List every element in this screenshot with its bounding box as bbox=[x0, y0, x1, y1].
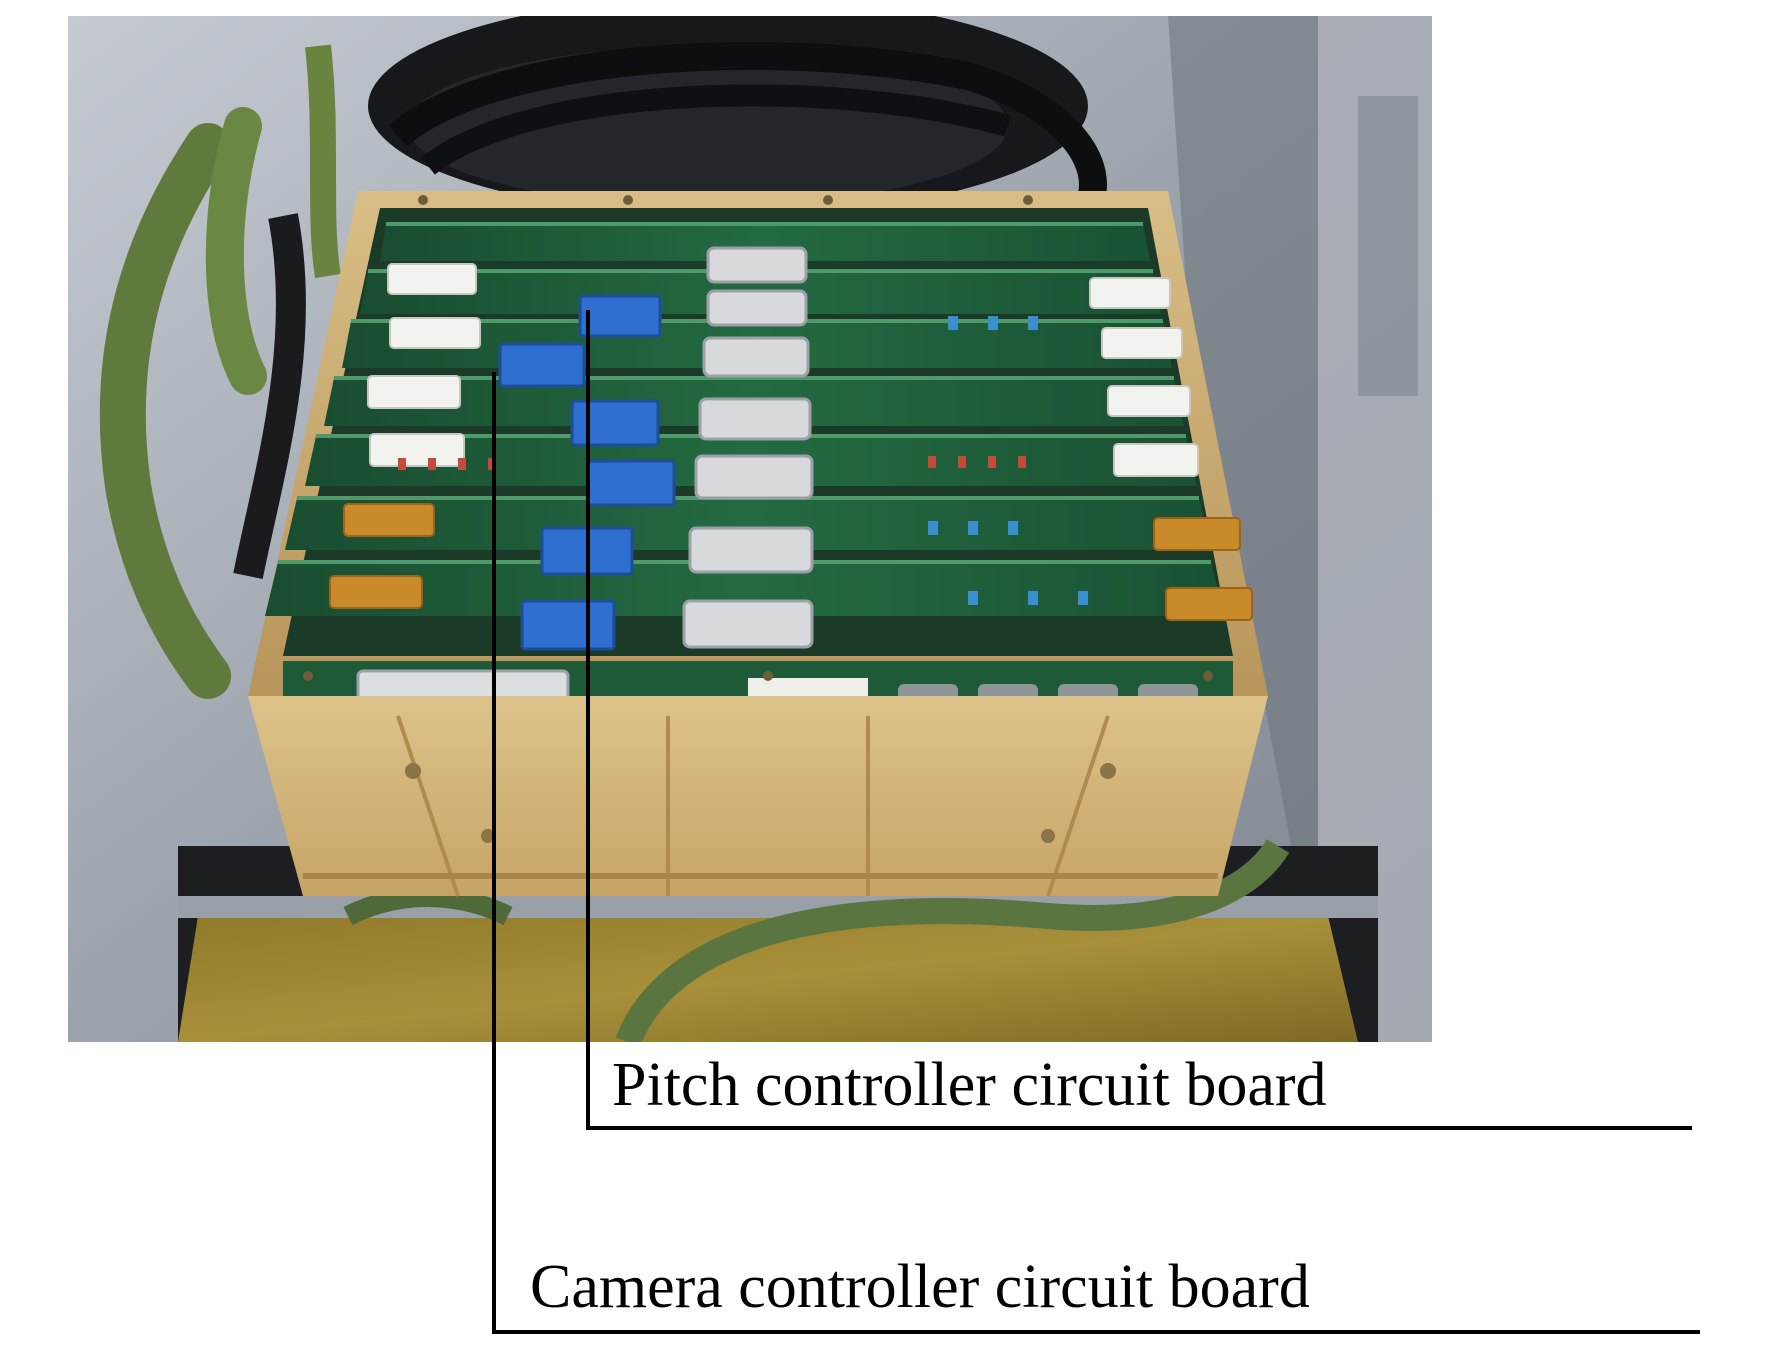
controller-box-photo bbox=[68, 16, 1432, 1042]
pitch-controller-label: Pitch controller circuit board bbox=[612, 1051, 1327, 1119]
camera-controller-label: Camera controller circuit board bbox=[530, 1253, 1310, 1321]
